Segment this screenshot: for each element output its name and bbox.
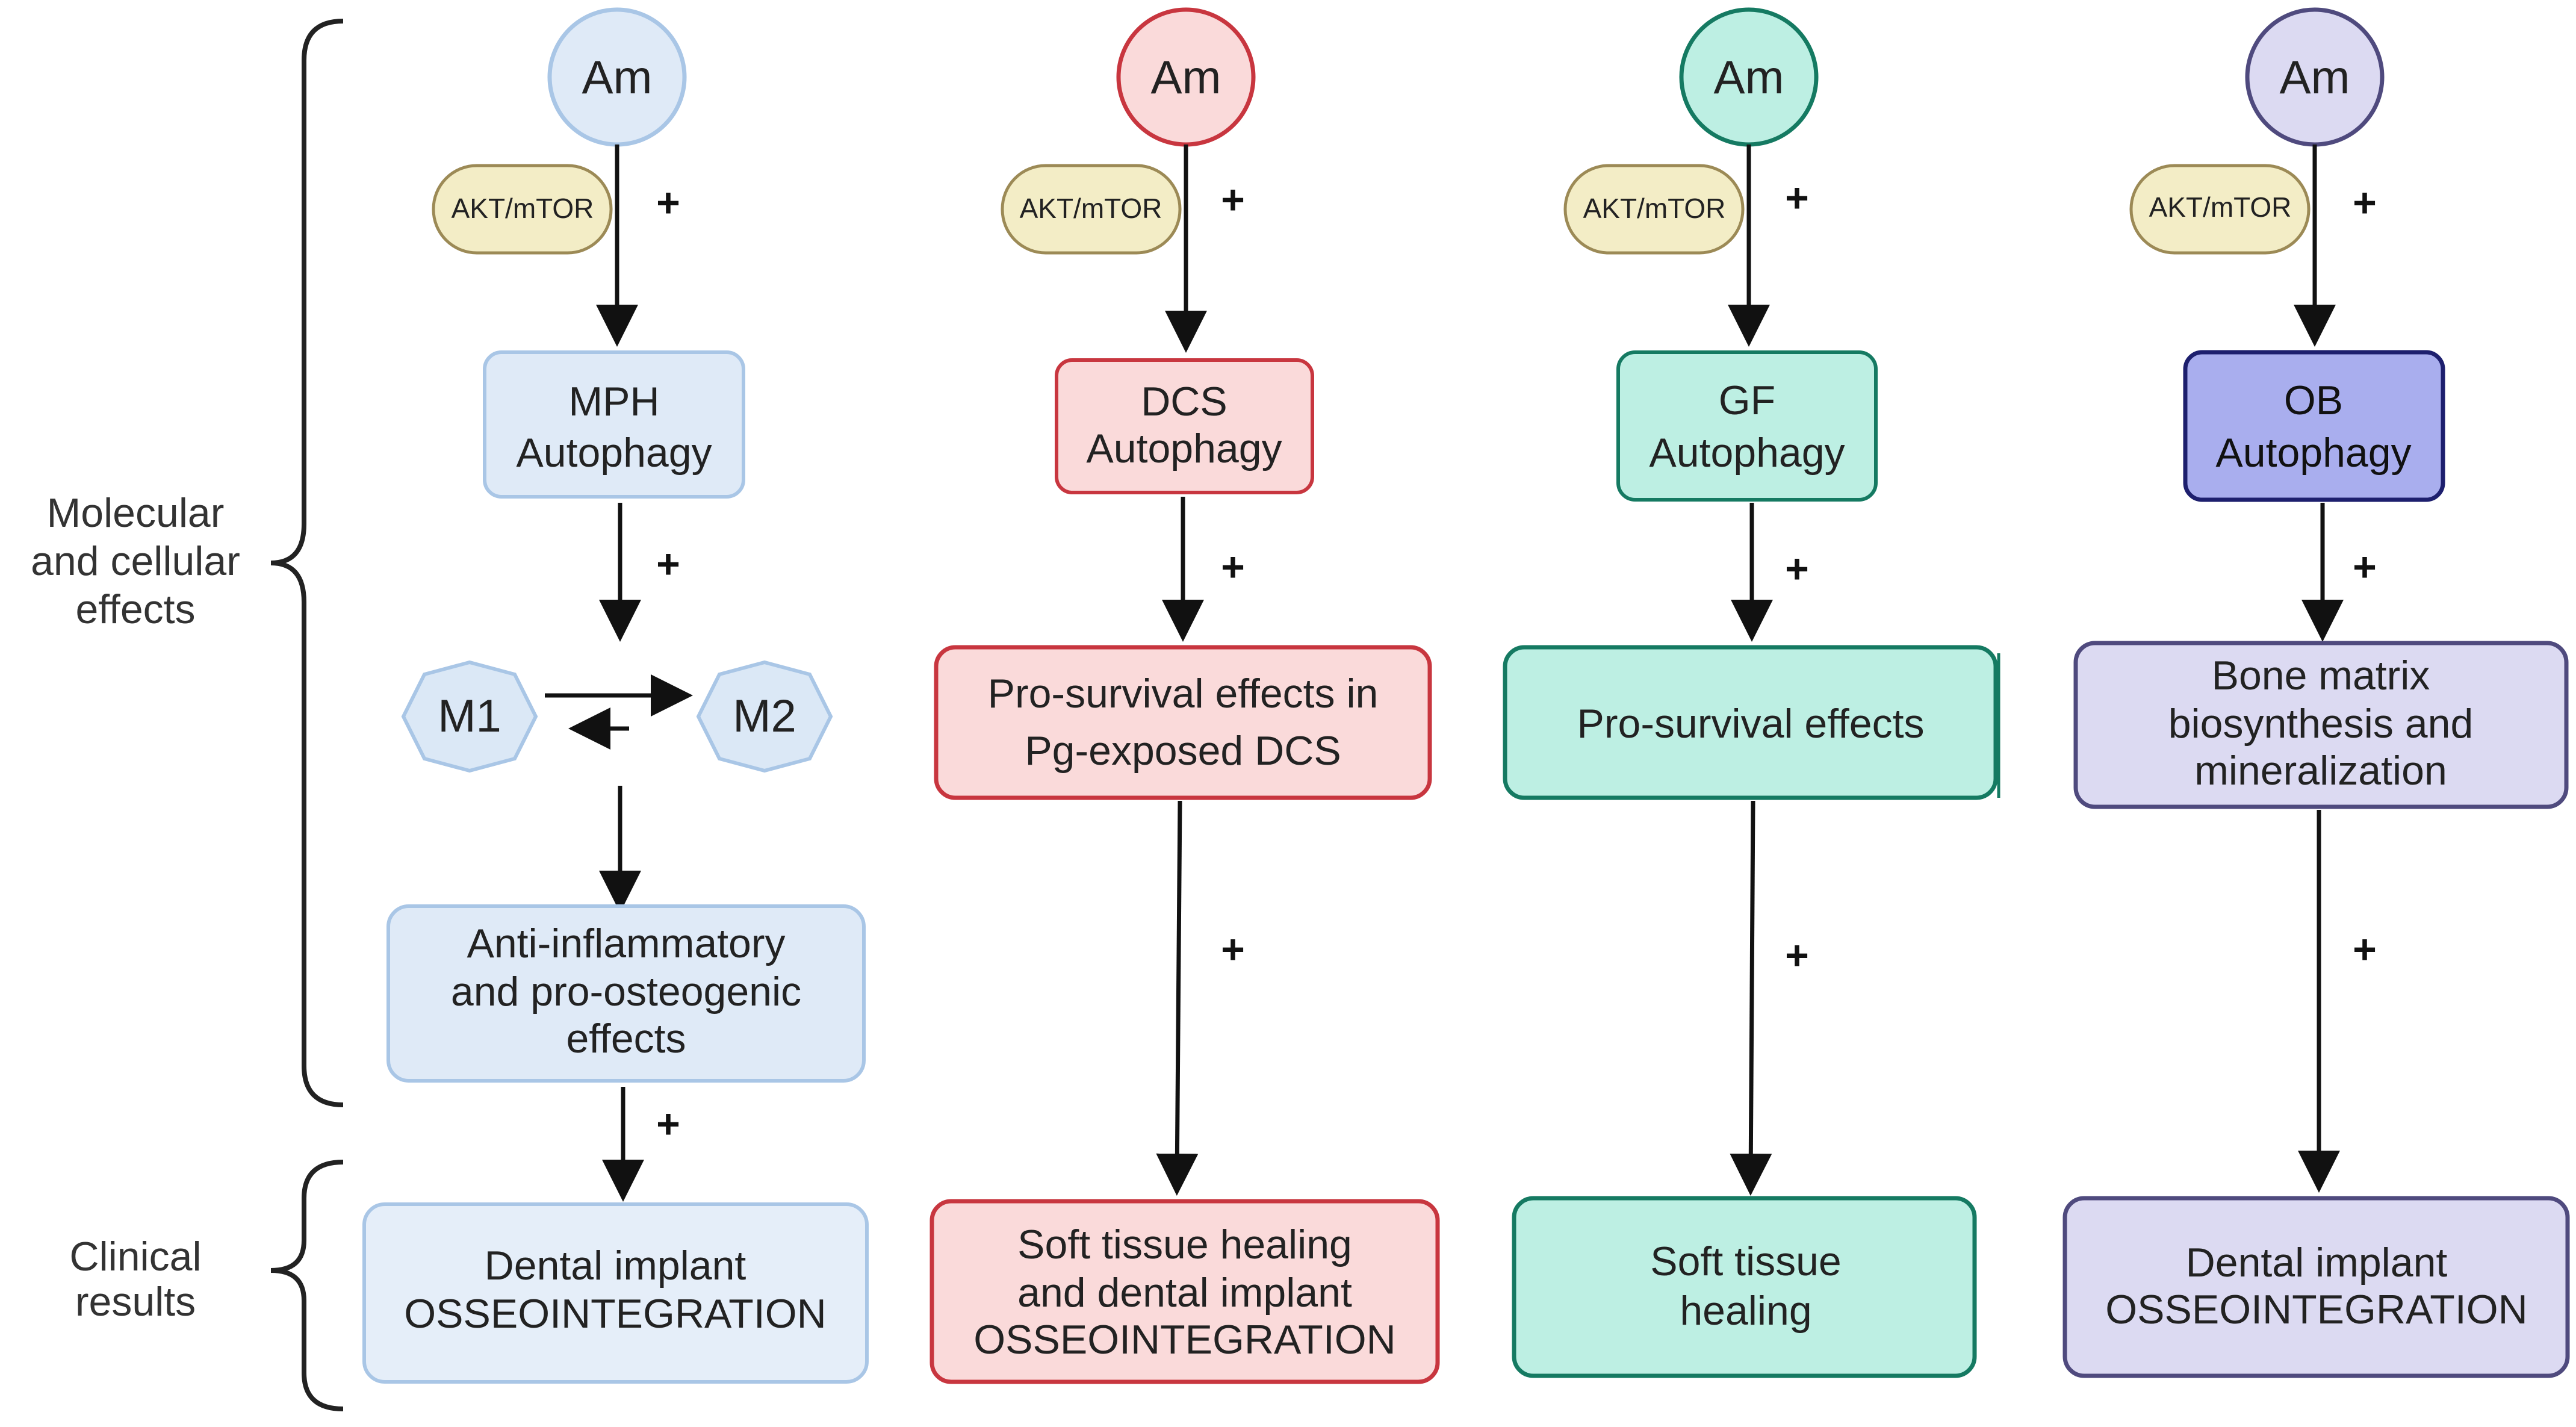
ob-autophagy-line-1: OB — [2284, 378, 2343, 423]
effect-line-2: biosynthesis and — [2168, 701, 2474, 747]
clinical-line-3: OSSEOINTEGRATION — [973, 1317, 1395, 1363]
am-label: Am — [1151, 51, 1221, 104]
clinical-line-1: Dental implant — [2186, 1240, 2448, 1286]
mph-autophagy-box — [483, 350, 745, 499]
molecular-label-line-1: Molecular — [47, 490, 225, 536]
clinical-line-2: healing — [1680, 1288, 1811, 1334]
m1-label: M1 — [438, 691, 501, 742]
m1-hexagon — [401, 660, 538, 773]
molecular-brace — [270, 19, 344, 1107]
clinical-line-1: Dental implant — [485, 1243, 746, 1289]
effect-line-2: Pg-exposed DCS — [1025, 728, 1341, 774]
arrow-effects-to-clinical — [1730, 800, 1772, 1196]
akt-mtor-label: AKT/mTOR — [452, 193, 594, 224]
effect-line-1: Anti-inflammatory — [467, 921, 785, 966]
column-dcs: Am AKT/mTOR + DCS Autophagy + Pro-surviv… — [930, 7, 1440, 1384]
plus-sign: + — [1221, 544, 1245, 590]
gf-autophagy-line-1: GF — [1719, 378, 1775, 423]
clinical-line-1: Soft tissue — [1650, 1239, 1842, 1284]
anti-inflammatory-box — [386, 904, 866, 1083]
akt-mtor-pill — [1563, 164, 1745, 255]
pro-survival-dcs-box — [934, 645, 1432, 800]
clinical-line-2: and dental implant — [1017, 1270, 1352, 1316]
pro-survival-box — [1503, 645, 1998, 800]
akt-mtor-pill — [2129, 164, 2311, 255]
column-ob: Am AKT/mTOR + OB Autophagy + Bone matrix… — [2062, 7, 2570, 1378]
column-gf: Am AKT/mTOR + GF Autophagy + Pro-surviva… — [1503, 7, 2000, 1378]
plus-sign: + — [656, 541, 680, 587]
m2-label: M2 — [733, 691, 796, 742]
clinical-box — [1512, 1196, 1977, 1378]
bone-matrix-box — [2073, 641, 2569, 809]
plus-sign: + — [1785, 933, 1809, 978]
akt-mtor-pill — [432, 164, 613, 255]
ob-autophagy-box — [2183, 350, 2445, 502]
clinical-box — [2062, 1196, 2570, 1378]
plus-sign: + — [1221, 927, 1245, 972]
am-label: Am — [1714, 51, 1784, 104]
molecular-label-line-2: and cellular — [31, 538, 240, 584]
effect-line-1: Bone matrix — [2212, 653, 2430, 698]
clinical-box — [930, 1199, 1440, 1384]
mph-autophagy-line-2: Autophagy — [516, 430, 712, 476]
plus-sign: + — [656, 180, 680, 226]
clinical-label-line-2: results — [75, 1279, 196, 1325]
dcs-autophagy-box — [1055, 358, 1314, 494]
akt-mtor-label: AKT/mTOR — [1020, 193, 1162, 224]
plus-sign: + — [1785, 175, 1809, 221]
clinical-label-line-1: Clinical — [69, 1234, 201, 1279]
dcs-autophagy-line-2: Autophagy — [1086, 426, 1282, 471]
effect-line-3: mineralization — [2194, 748, 2447, 794]
clinical-brace — [270, 1160, 344, 1411]
clinical-box — [362, 1202, 869, 1384]
plus-sign: + — [1221, 177, 1245, 223]
column-mph: Am AKT/mTOR + MPH Autophagy + M1 M2 Anti… — [362, 7, 869, 1384]
arrow-effects-to-clinical — [1156, 800, 1199, 1196]
effect-line-1: Pro-survival effects in — [988, 671, 1379, 717]
effect-line-1: Pro-survival effects — [1577, 701, 1925, 747]
plus-sign: + — [656, 1101, 680, 1147]
mph-autophagy-line-1: MPH — [568, 379, 659, 424]
plus-sign: + — [2353, 927, 2377, 972]
akt-mtor-pill — [1001, 164, 1182, 255]
ob-autophagy-line-2: Autophagy — [2215, 430, 2411, 476]
akt-mtor-label: AKT/mTOR — [2149, 191, 2292, 223]
dcs-autophagy-line-1: DCS — [1141, 379, 1227, 424]
effect-line-3: effects — [566, 1016, 686, 1062]
m2-hexagon — [696, 660, 833, 773]
clinical-line-1: Soft tissue healing — [1017, 1222, 1352, 1267]
plus-sign: + — [1785, 546, 1809, 592]
am-label: Am — [2280, 51, 2350, 104]
plus-sign: + — [2353, 544, 2377, 590]
molecular-label-line-3: effects — [75, 586, 195, 632]
am-label: Am — [582, 51, 653, 104]
clinical-line-2: OSSEOINTEGRATION — [404, 1291, 826, 1337]
clinical-line-2: OSSEOINTEGRATION — [2105, 1287, 2527, 1332]
gf-autophagy-line-2: Autophagy — [1649, 430, 1845, 476]
effect-line-2: and pro-osteogenic — [451, 969, 801, 1015]
plus-sign: + — [2353, 180, 2377, 226]
gf-autophagy-box — [1616, 350, 1878, 502]
akt-mtor-label: AKT/mTOR — [1583, 193, 1726, 224]
